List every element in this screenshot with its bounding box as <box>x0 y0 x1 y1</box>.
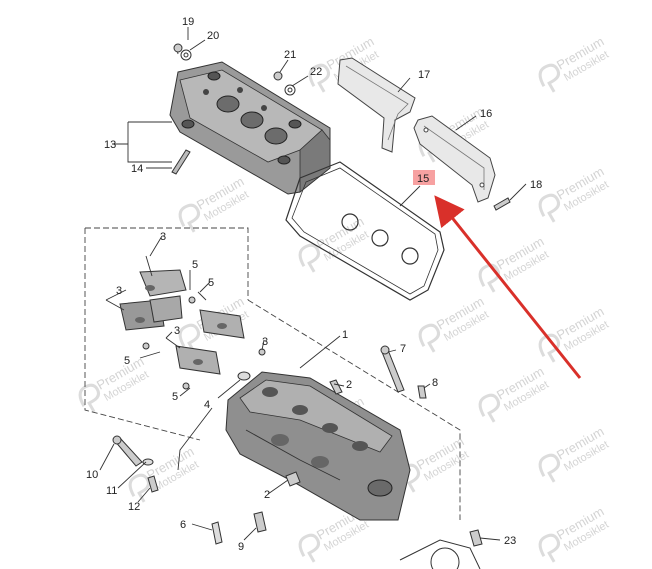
callout-12: 12 <box>128 501 140 513</box>
bolt-18 <box>493 197 511 211</box>
callout-5-top: 5 <box>192 259 198 271</box>
callout-22: 22 <box>310 66 322 78</box>
callout-8: 8 <box>432 377 438 389</box>
bolt-14 <box>171 149 191 175</box>
callout-4: 4 <box>204 399 210 411</box>
callout-3-left: 3 <box>116 285 122 297</box>
callout-19: 19 <box>182 16 194 28</box>
watermark-logo-icon <box>298 243 320 273</box>
callout-5-left: 5 <box>124 355 130 367</box>
cover-bolts-top <box>173 43 296 96</box>
watermark-logo-icon <box>128 473 150 503</box>
watermark-logo-icon <box>538 63 560 93</box>
callout-16: 16 <box>480 108 492 120</box>
head-bolts <box>285 345 427 487</box>
callout-2-lower: 2 <box>264 489 270 501</box>
callout-21: 21 <box>284 49 296 61</box>
washer-4 <box>237 371 251 381</box>
callout-5-top-right: 5 <box>208 277 214 289</box>
callout-7: 7 <box>400 343 406 355</box>
callout-2-upper: 2 <box>346 379 352 391</box>
callout-5-bottom: 5 <box>172 391 178 403</box>
callout-20: 20 <box>207 30 219 42</box>
callout-3-top: 3 <box>160 231 166 243</box>
cap-bolts-and-dowels <box>105 255 266 390</box>
callout-6: 6 <box>180 519 186 531</box>
callout-15: 15 <box>417 173 429 185</box>
watermark-logo-icon <box>298 533 320 563</box>
callout-17: 17 <box>418 69 430 81</box>
cylinder-head <box>225 371 411 521</box>
callout-9: 9 <box>238 541 244 553</box>
callout-1: 1 <box>342 329 348 341</box>
callout-14: 14 <box>131 163 143 175</box>
watermark-logo-icon <box>478 393 500 423</box>
red-arrow <box>434 195 582 379</box>
watermark-logo-icon <box>308 63 330 93</box>
callout-13: 13 <box>104 139 116 151</box>
callout-labels: 19 20 21 22 17 16 13 14 15 18 3 3 3 3 5 … <box>86 16 542 553</box>
watermark-logo-icon <box>178 323 200 353</box>
callout-3-mid: 3 <box>174 325 180 337</box>
watermark-logo-icon <box>178 203 200 233</box>
gasket-plate-17 <box>337 57 416 153</box>
camshaft-caps <box>119 269 245 375</box>
watermark-logo-icon <box>478 263 500 293</box>
camshaft-cap-group-outline <box>84 227 461 520</box>
watermark-layer: PremiumMotosikletPremiumMotosikletPremiu… <box>78 34 611 563</box>
bolts-10-11-12 <box>112 435 159 493</box>
callout-18: 18 <box>530 179 542 191</box>
watermark-logo-icon <box>78 383 100 413</box>
watermark-logo-icon <box>538 453 560 483</box>
head-cover-gasket <box>285 161 445 301</box>
watermark-logo-icon <box>538 533 560 563</box>
callout-23: 23 <box>504 535 516 547</box>
gasket-plate-16 <box>413 115 496 203</box>
callout-11: 11 <box>106 485 117 497</box>
head-gasket <box>399 529 483 569</box>
callout-10: 10 <box>86 469 98 481</box>
plug-9 <box>253 511 267 533</box>
dowel-6 <box>211 521 223 545</box>
watermark-logo-icon <box>418 323 440 353</box>
leader-lines <box>99 27 527 541</box>
callout-3-right: 3 <box>262 336 268 348</box>
callout-15-highlight <box>413 170 435 185</box>
watermark-logo-icon <box>538 193 560 223</box>
cylinder-head-cover <box>169 61 331 195</box>
